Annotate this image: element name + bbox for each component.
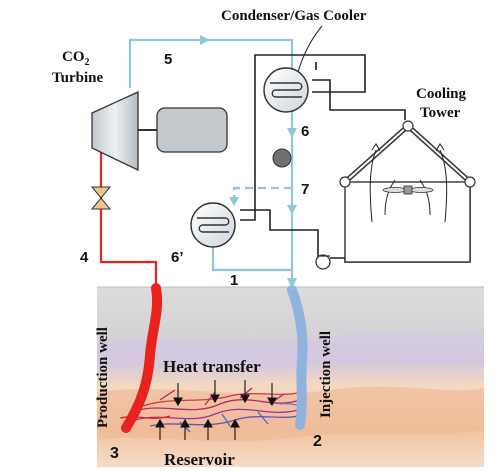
bypass-dashed bbox=[232, 186, 292, 200]
state-point-4: 4 bbox=[80, 249, 89, 266]
reservoir-label: Reservoir bbox=[164, 450, 235, 469]
state-point-2: 2 bbox=[313, 433, 322, 450]
state-point-6: 6 bbox=[301, 123, 309, 140]
condenser-leader bbox=[297, 25, 323, 73]
reservoir-up-arrows bbox=[155, 418, 240, 440]
flow-arrow-6 bbox=[287, 128, 297, 138]
cooling-label: Cooling bbox=[416, 86, 467, 102]
flow-arrow-7 bbox=[287, 205, 297, 215]
heat-exchanger-6prime-icon bbox=[190, 202, 236, 248]
pump-icon bbox=[315, 254, 331, 270]
heat-transfer-label: Heat transfer bbox=[163, 357, 261, 376]
flow-arrow-1 bbox=[287, 278, 297, 288]
injection-well-label: Injection well bbox=[318, 331, 334, 418]
condenser-label: Condenser/Gas Cooler bbox=[221, 8, 367, 24]
cooling-tower bbox=[339, 120, 476, 263]
co2-label: CO2 bbox=[62, 49, 90, 68]
turbine-label: Turbine bbox=[52, 70, 103, 86]
heat-transfer-arrows bbox=[173, 380, 277, 407]
tower-label: Tower bbox=[420, 105, 461, 121]
state-point-7: 7 bbox=[301, 181, 309, 198]
production-well-label: Production well bbox=[95, 327, 111, 428]
condenser-icon bbox=[263, 67, 309, 113]
cold-line-1 bbox=[211, 240, 292, 272]
state-point-5: 5 bbox=[164, 51, 172, 68]
state-point-6prime: 6’ bbox=[171, 249, 184, 266]
turbine-icon bbox=[91, 90, 158, 172]
separator-drum bbox=[272, 148, 292, 168]
hot-line bbox=[99, 148, 158, 288]
production-well bbox=[121, 283, 163, 433]
cold-line-5 bbox=[128, 38, 294, 88]
fan-icon bbox=[382, 185, 434, 195]
state-point-1: 1 bbox=[230, 272, 238, 289]
state-point-3: 3 bbox=[110, 445, 119, 462]
flow-arrow-5 bbox=[200, 35, 210, 45]
valve-icon bbox=[90, 186, 112, 210]
generator-icon bbox=[156, 107, 228, 153]
bypass-arrow bbox=[229, 197, 239, 206]
injection-well bbox=[287, 285, 308, 430]
